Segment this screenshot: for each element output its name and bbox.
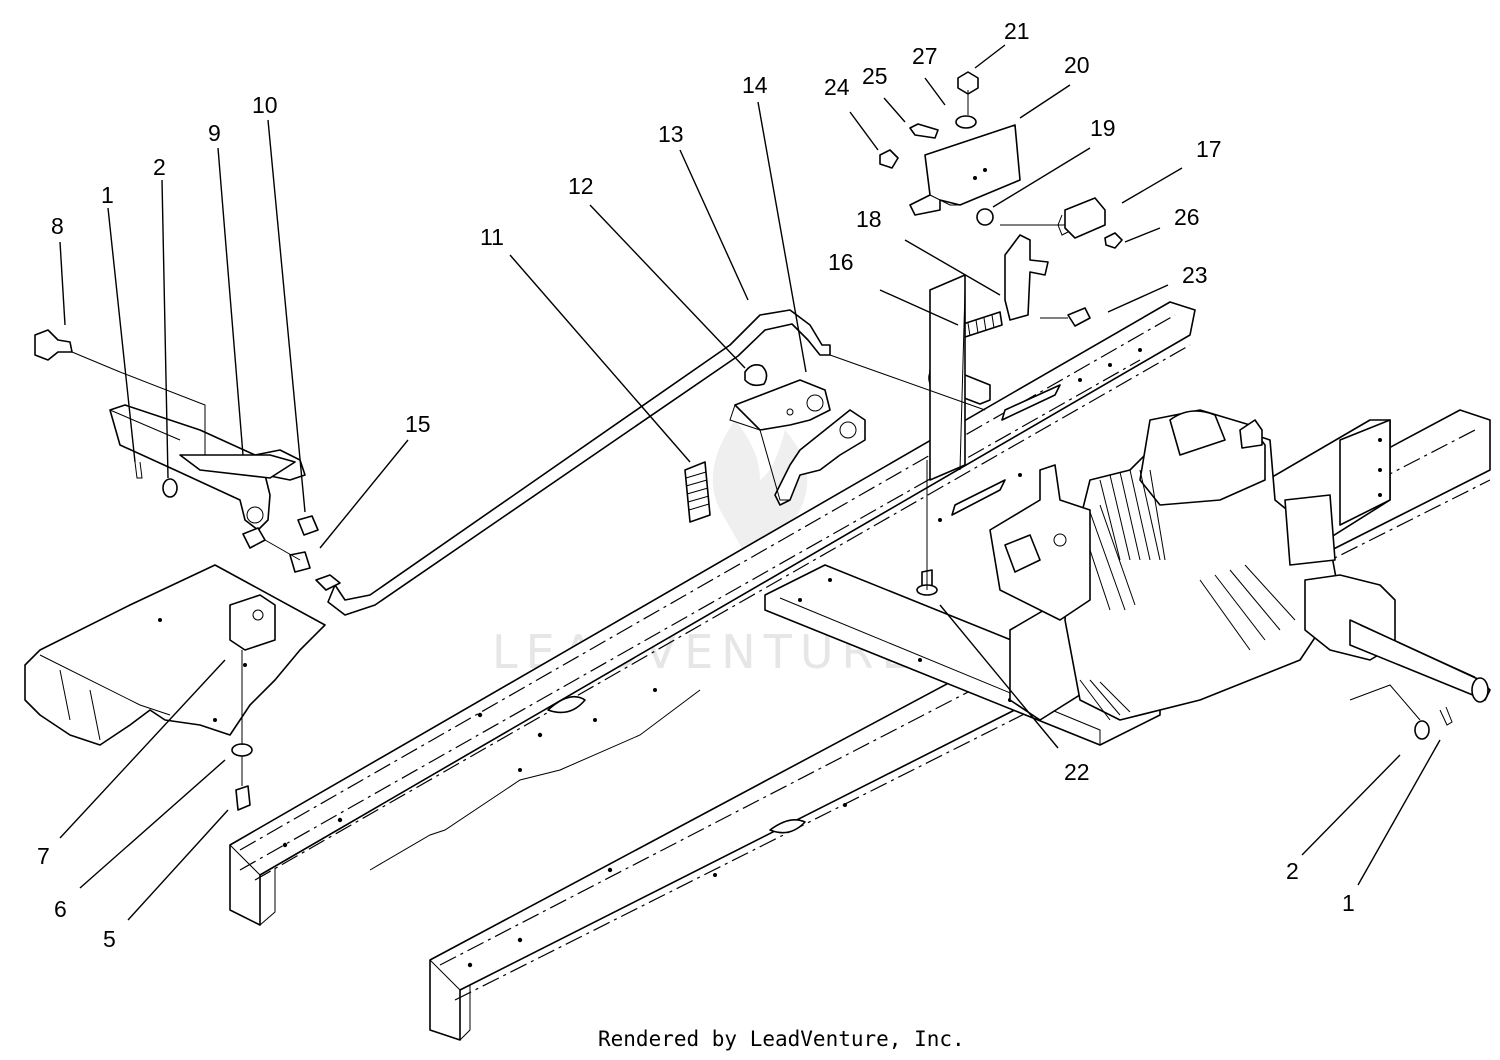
callout-18: 18 <box>856 206 882 232</box>
cotter-pin-1-right <box>1439 706 1453 726</box>
switch-bracket-20 <box>909 124 1021 216</box>
transaxle <box>1064 409 1491 721</box>
callout-13: 13 <box>658 121 684 147</box>
callout-7: 7 <box>37 843 50 869</box>
interlock-switch-17 <box>1057 197 1106 239</box>
pedal-arm-9 <box>109 404 306 549</box>
washer-6 <box>231 743 253 757</box>
callout-9: 9 <box>208 120 221 146</box>
callout-14: 14 <box>742 72 768 98</box>
assembly-lines <box>109 90 1421 786</box>
callout-17: 17 <box>1196 136 1222 162</box>
leader-lines <box>59 44 1441 921</box>
callout-23: 23 <box>1182 262 1208 288</box>
callout-25: 25 <box>862 63 888 89</box>
callout-26: 26 <box>1174 204 1200 230</box>
callout-21: 21 <box>1004 18 1030 44</box>
callout-1-left: 1 <box>101 182 114 208</box>
credit-text: Rendered by LeadVenture, Inc. <box>598 1027 965 1051</box>
callout-8: 8 <box>51 213 64 239</box>
callout-6: 6 <box>54 896 67 922</box>
callout-20: 20 <box>1064 52 1090 78</box>
callout-1-right: 1 <box>1342 890 1355 916</box>
extension-spring-11 <box>684 461 711 523</box>
footrest-7 <box>24 564 326 746</box>
callout-27: 27 <box>912 43 938 69</box>
watermark-flame-icon <box>712 420 808 580</box>
shaft-block <box>929 274 966 481</box>
callout-2-left: 2 <box>153 154 166 180</box>
callout-5: 5 <box>103 926 116 952</box>
callout-10: 10 <box>252 92 278 118</box>
callout-22: 22 <box>1064 759 1090 785</box>
callout-11: 11 <box>480 224 504 250</box>
callout-24: 24 <box>824 74 850 100</box>
callout-numbers: 1 2 9 10 8 15 11 12 13 14 16 18 19 20 21… <box>37 18 1355 952</box>
washer-2-left <box>162 478 178 498</box>
washer-2-right <box>1414 720 1430 740</box>
callout-2-right: 2 <box>1286 858 1299 884</box>
bolt-5 <box>235 785 251 811</box>
cotter-pin-1-left <box>134 461 143 479</box>
control-arm <box>729 379 866 506</box>
bushing-15 <box>289 551 311 573</box>
callout-16: 16 <box>828 249 854 275</box>
bushing-10 <box>297 515 319 536</box>
callout-15: 15 <box>405 411 431 437</box>
bolt-8 <box>34 329 121 373</box>
callout-19: 19 <box>1090 115 1116 141</box>
callout-12: 12 <box>568 173 594 199</box>
pivot-bracket-assembly <box>989 464 1091 621</box>
upper-hardware <box>879 71 1123 327</box>
switch-arm-18 <box>1004 234 1049 321</box>
retaining-ring-12 <box>744 364 768 387</box>
